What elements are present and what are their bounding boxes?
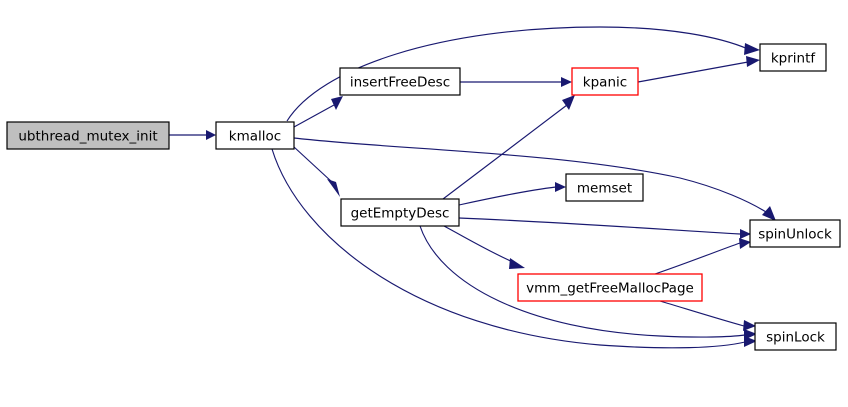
node-get-empty-desc[interactable]: getEmptyDesc: [340, 198, 460, 227]
node-label-insert-free-desc: insertFreeDesc: [350, 75, 450, 91]
edge-getEmptyDesc-to-kpanic: [442, 95, 575, 200]
node-label-spin-lock: spinLock: [766, 330, 825, 346]
node-layer: ubthread_mutex_init kmalloc insertFreeDe…: [6, 43, 841, 351]
node-label-memset: memset: [577, 181, 632, 197]
edge-getEmptyDesc-to-vmm_getFreeMallocPage: [443, 225, 525, 269]
node-label-kprintf: kprintf: [771, 51, 817, 67]
edge-getEmptyDesc-to-spinLock: [419, 225, 757, 340]
node-label-ubthread-mutex-init: ubthread_mutex_init: [18, 129, 157, 145]
node-label-get-empty-desc: getEmptyDesc: [351, 206, 450, 222]
edge-kmalloc-to-getEmptyDesc: [293, 146, 340, 197]
node-memset[interactable]: memset: [565, 173, 644, 202]
edge-vmm_getFreeMallocPage-to-spinLock: [659, 300, 756, 331]
edge-kmalloc-to-spinUnlock: [293, 137, 776, 221]
edge-ubthread_mutex_init-to-kmalloc: [169, 130, 216, 140]
edge-insertFreeDesc-to-kpanic: [460, 77, 572, 87]
edge-kpanic-to-kprintf: [637, 56, 760, 83]
node-label-spin-unlock: spinUnlock: [758, 227, 832, 243]
edge-vmm_getFreeMallocPage-to-spinUnlock: [654, 238, 751, 275]
node-label-kmalloc: kmalloc: [229, 129, 281, 145]
node-label-vmm-get-free-malloc-page: vmm_getFreeMallocPage: [526, 281, 694, 297]
node-vmm-get-free-malloc-page[interactable]: vmm_getFreeMallocPage: [517, 273, 703, 302]
node-spin-unlock[interactable]: spinUnlock: [749, 219, 841, 248]
edge-layer: [169, 26, 776, 349]
edge-getEmptyDesc-to-memset: [458, 182, 566, 206]
node-kpanic[interactable]: kpanic: [571, 67, 639, 96]
node-kmalloc[interactable]: kmalloc: [215, 121, 295, 150]
edge-kmalloc-to-kprintf: [286, 26, 760, 122]
edge-kmalloc-to-insertFreeDesc: [293, 96, 343, 128]
node-spin-lock[interactable]: spinLock: [754, 322, 837, 351]
edge-kmalloc-to-spinLock: [271, 148, 757, 349]
node-label-kpanic: kpanic: [583, 75, 627, 91]
edge-getEmptyDesc-to-spinUnlock: [458, 217, 751, 239]
node-kprintf[interactable]: kprintf: [759, 43, 827, 72]
node-insert-free-desc[interactable]: insertFreeDesc: [339, 67, 461, 96]
node-ubthread-mutex-init[interactable]: ubthread_mutex_init: [6, 121, 170, 150]
